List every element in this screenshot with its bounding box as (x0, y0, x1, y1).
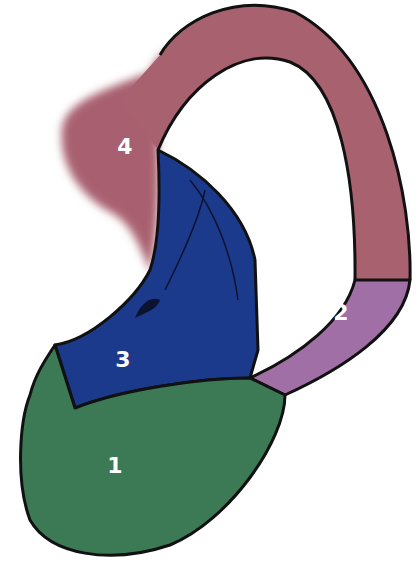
concha-region (55, 150, 258, 408)
antihelix-fold (165, 190, 205, 290)
callout-number: 3 (115, 349, 130, 371)
lower-helix-region (250, 280, 410, 395)
antihelix-fold (190, 180, 238, 300)
callout-number: 4 (117, 136, 132, 158)
callout-number: 1 (107, 455, 122, 477)
concha-notch (135, 299, 160, 318)
callout-number: 2 (333, 302, 348, 324)
lobe-region (21, 345, 285, 555)
